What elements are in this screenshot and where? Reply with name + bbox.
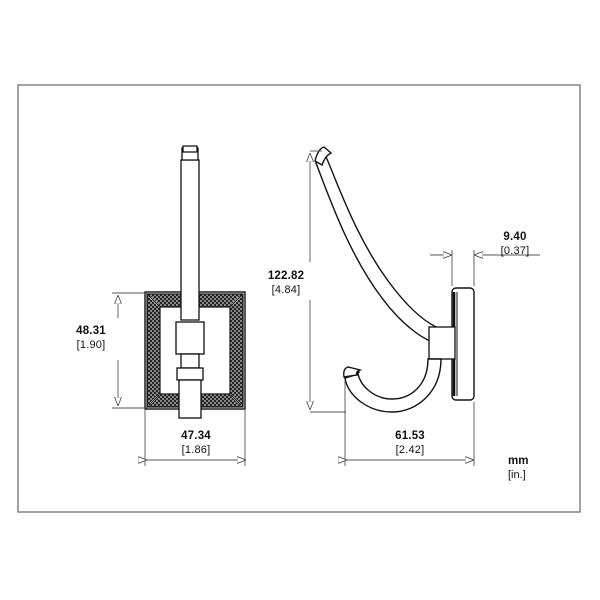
dimension-122-82-mm: 122.82 bbox=[267, 270, 305, 282]
dimension-122-82-line bbox=[310, 150, 346, 413]
side-view bbox=[314, 146, 475, 413]
dimension-47-34-line bbox=[145, 410, 245, 466]
front-lower-stem bbox=[176, 353, 204, 419]
dimension-48-31-line bbox=[112, 292, 147, 409]
dimension-9-40-mm: 9.40 bbox=[503, 231, 527, 243]
units-legend: mm [in.] bbox=[508, 455, 528, 482]
dimension-48-31-label: 48.31 [1.90] bbox=[61, 325, 121, 352]
front-center-boss bbox=[175, 321, 205, 355]
side-lower-hook bbox=[343, 358, 442, 413]
front-view bbox=[144, 145, 246, 419]
plate-corner-lines bbox=[148, 295, 242, 406]
dimension-47-34-label: 47.34 [1.86] bbox=[166, 430, 226, 457]
dimension-122-82-in: [4.84] bbox=[271, 283, 301, 296]
dimension-61-53-mm: 61.53 bbox=[395, 430, 425, 442]
units-legend-mm: mm bbox=[508, 455, 529, 467]
dimension-61-53-in: [2.42] bbox=[395, 443, 425, 456]
dimension-48-31-in: [1.90] bbox=[76, 338, 106, 351]
dimension-47-34-mm: 47.34 bbox=[181, 430, 211, 442]
dimension-9-40-line bbox=[430, 250, 540, 286]
sheet-border bbox=[17, 84, 581, 513]
dimension-122-82-label: 122.82 [4.84] bbox=[255, 270, 317, 297]
dimension-61-53-line bbox=[345, 380, 475, 466]
units-legend-in: [in.] bbox=[508, 468, 526, 481]
dimension-48-31-mm: 48.31 bbox=[76, 325, 106, 337]
dimension-9-40-in: [0.37] bbox=[500, 244, 530, 257]
side-center-boss bbox=[428, 326, 456, 360]
dimension-lines bbox=[112, 150, 540, 466]
dimension-9-40-label: 9.40 [0.37] bbox=[489, 231, 541, 258]
dimension-61-53-label: 61.53 [2.42] bbox=[379, 430, 441, 457]
dimension-47-34-in: [1.86] bbox=[181, 443, 211, 456]
front-upper-arm bbox=[180, 145, 200, 321]
side-upper-arm bbox=[314, 146, 442, 346]
